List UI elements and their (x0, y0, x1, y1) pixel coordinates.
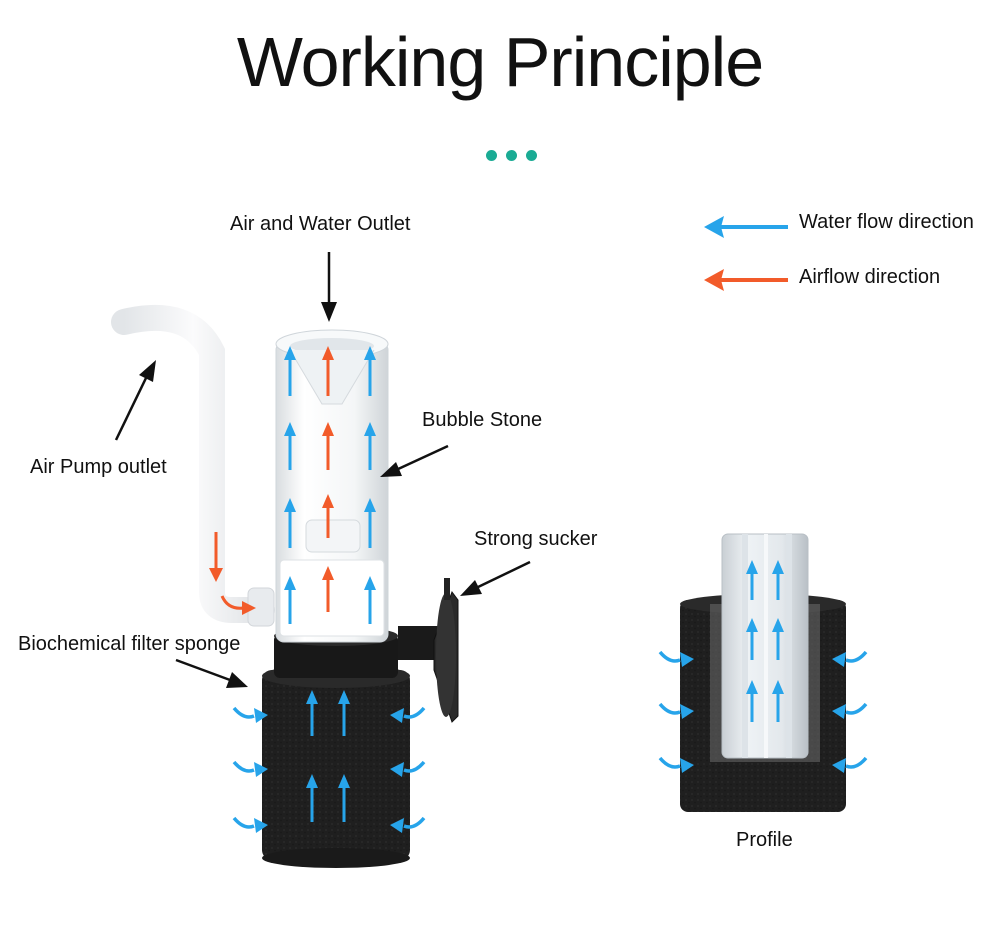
water-up-arrow-icon (306, 690, 318, 736)
divider-dot (486, 150, 497, 161)
sponge-label: Biochemical filter sponge (18, 633, 241, 655)
tube-air-arrows (322, 346, 334, 612)
water-up-arrow-icon (746, 560, 758, 600)
water-up-arrow-icon (772, 680, 784, 722)
water-inflow-arrow-icon (390, 706, 426, 723)
water-up-arrow-icon (364, 346, 376, 396)
water-up-arrow-icon (364, 422, 376, 470)
water-up-arrow-icon (338, 690, 350, 736)
water-up-arrow-icon (284, 498, 296, 548)
pointer-sponge (175, 658, 248, 688)
water-inflow-arrow-icon (232, 816, 268, 833)
pipe-air-arrows (209, 532, 256, 615)
water-inflow-arrow-icon (390, 760, 426, 777)
pointer-pump (114, 360, 156, 441)
air-up-arrow-icon (322, 566, 334, 612)
water-up-arrow-icon (364, 498, 376, 548)
suction-sucker (398, 578, 459, 723)
profile-inner-tube (721, 533, 809, 759)
water-up-arrow-icon (284, 576, 296, 624)
water-up-arrow-icon (746, 680, 758, 722)
water-inflow-arrow-icon (232, 760, 268, 777)
divider-dot (526, 150, 537, 161)
water-up-arrow-icon (306, 774, 318, 822)
legend-air-arrow-icon (704, 269, 788, 291)
water-up-arrow-icon (746, 618, 758, 660)
sucker-label: Strong sucker (474, 528, 598, 550)
water-inflow-arrow-icon (390, 816, 426, 833)
profile-label: Profile (736, 829, 793, 851)
water-up-arrow-icon (772, 618, 784, 660)
pointer-arrows (114, 252, 531, 688)
water-up-arrow-icon (284, 346, 296, 396)
water-inflow-arrow-icon (832, 756, 868, 773)
water-up-arrow-icon (338, 774, 350, 822)
pointer-sucker (460, 560, 531, 596)
page-title: Working Principle (236, 23, 764, 101)
air-up-arrow-icon (322, 422, 334, 470)
water-up-arrow-icon (772, 560, 784, 600)
air-up-arrow-icon (322, 346, 334, 396)
water-up-arrow-icon (284, 422, 296, 470)
water-inflow-arrow-icon (232, 706, 268, 723)
legend-water-label: Water flow direction (799, 211, 974, 233)
outlet-label: Air and Water Outlet (230, 213, 411, 235)
air-up-arrow-icon (322, 494, 334, 538)
transparent-filter-tube (275, 329, 389, 643)
legend-air-label: Airflow direction (799, 266, 941, 288)
title-divider-dots (486, 150, 546, 162)
tube-water-arrows (284, 346, 376, 624)
water-inflow-arrow-icon (658, 650, 694, 667)
water-inflow-arrow-icon (658, 702, 694, 719)
air-pump-pipe (111, 304, 275, 627)
profile-water-arrows (658, 560, 868, 773)
sponge-water-arrows (232, 690, 426, 833)
pump-label: Air Pump outlet (30, 456, 167, 478)
water-up-arrow-icon (364, 576, 376, 624)
legend-water-arrow-icon (704, 216, 788, 238)
water-inflow-arrow-icon (832, 650, 868, 667)
divider-dot (506, 150, 517, 161)
filter-sponge (262, 664, 410, 868)
pointer-bubble (380, 444, 449, 477)
water-inflow-arrow-icon (658, 756, 694, 773)
pointer-outlet (321, 252, 337, 322)
bubble-label: Bubble Stone (422, 409, 543, 431)
legend (704, 216, 788, 291)
water-inflow-arrow-icon (832, 702, 868, 719)
